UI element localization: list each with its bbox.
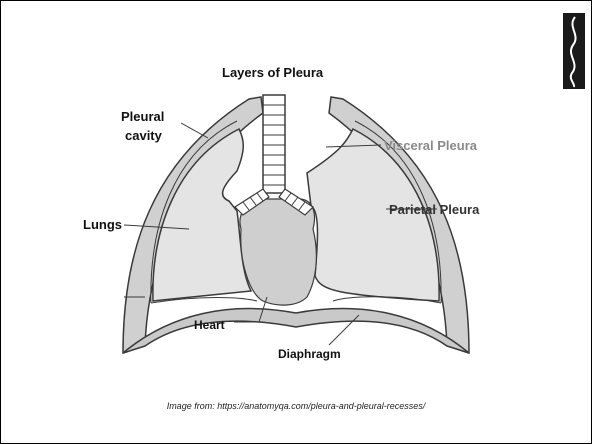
leader-pleural-cavity <box>181 123 208 138</box>
pleural-cavity-label-line2: cavity <box>121 126 164 145</box>
pleural-cavity-label-line1: Pleural <box>121 107 164 126</box>
corner-logo-icon <box>563 13 585 89</box>
trachea <box>263 95 285 193</box>
visceral-pleura-label: Visceral Pleura <box>384 138 477 153</box>
image-source-caption: Image from: https://anatomyqa.com/pleura… <box>1 401 591 411</box>
diaphragm-label: Diaphragm <box>278 347 341 362</box>
heart-label: Heart <box>194 318 225 333</box>
pleural-cavity-label: Pleural cavity <box>121 107 164 145</box>
diagram-title: Layers of Pleura <box>222 65 323 80</box>
parietal-pleura-label: Parietal Pleura <box>389 202 479 217</box>
lungs-label: Lungs <box>83 217 122 232</box>
